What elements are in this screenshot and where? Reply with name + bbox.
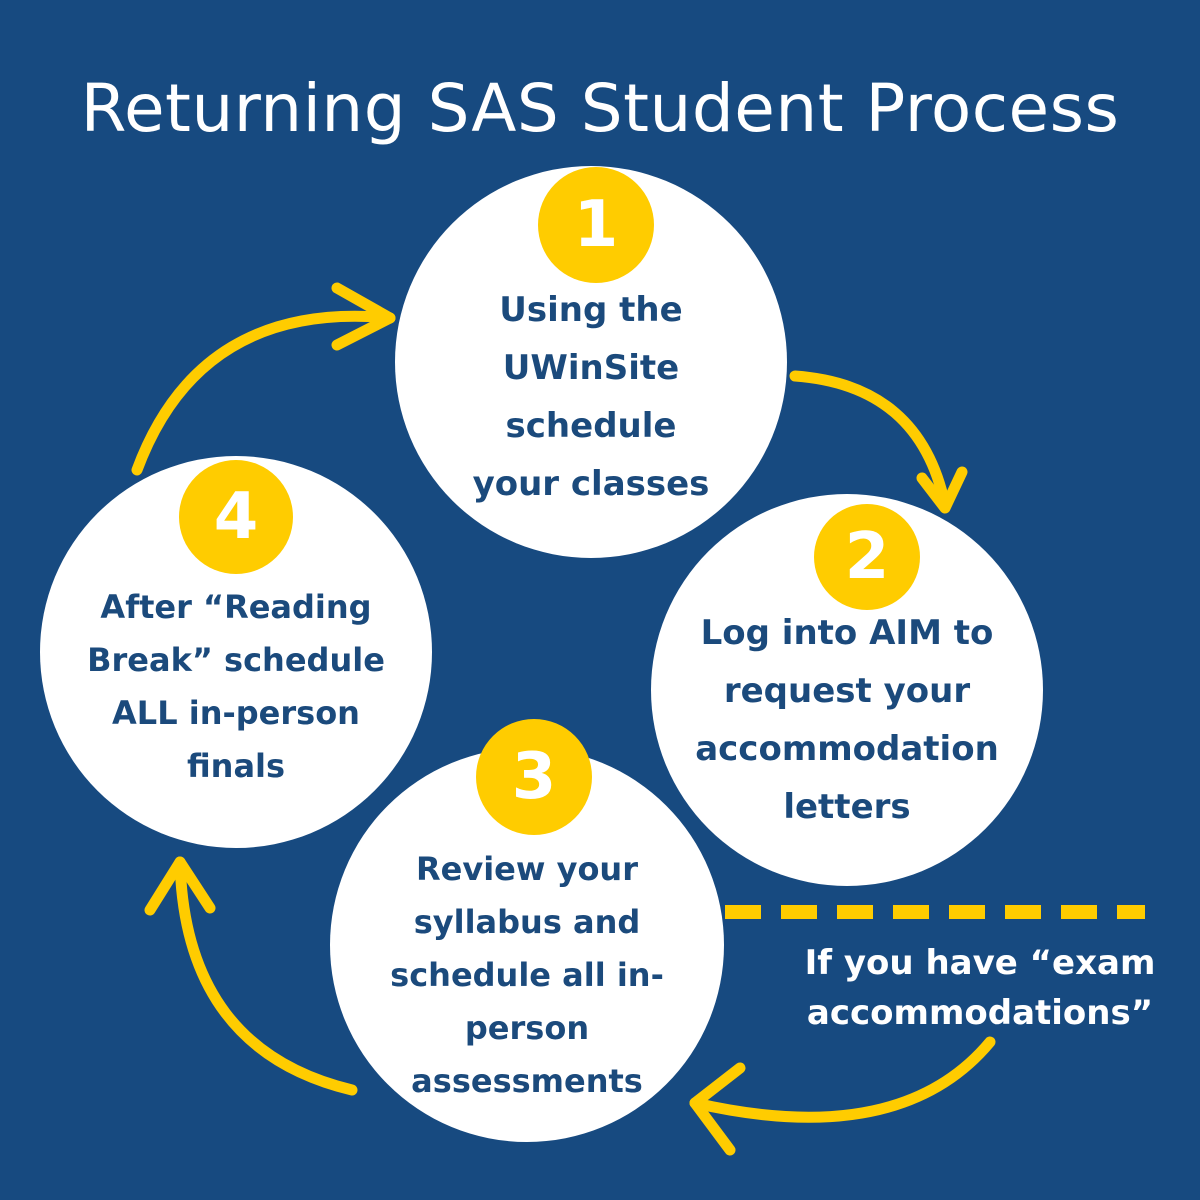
arrowhead-2 xyxy=(916,466,968,514)
arrowhead-1 xyxy=(331,282,396,351)
step-3-badge: 3 xyxy=(476,719,592,835)
step-2-text: Log into AIM to request your accommodati… xyxy=(695,613,999,827)
arrow-1-to-2 xyxy=(789,370,951,511)
step-3-text: Review your syllabus and schedule all in… xyxy=(390,849,664,1100)
step-4-badge: 4 xyxy=(179,460,293,574)
arrow-3-to-4 xyxy=(174,856,358,1096)
page-title: Returning SAS Student Process xyxy=(80,70,1120,147)
exam-accommodations-note: If you have “exam accommodations” xyxy=(804,943,1156,1033)
arrowhead-4 xyxy=(144,856,216,916)
arrowhead-3 xyxy=(689,1062,746,1156)
step-4-text: After “Reading Break” schedule ALL in-pe… xyxy=(87,588,385,785)
step-2-badge: 2 xyxy=(814,504,920,610)
step-1-text: Using the UWinSite schedule your classes xyxy=(472,290,710,504)
arrow-note-to-3 xyxy=(689,1036,996,1123)
arrow-4-to-1 xyxy=(131,310,396,476)
step-2-circle: Log into AIM to request your accommodati… xyxy=(651,494,1043,886)
step-1-badge: 1 xyxy=(538,167,654,283)
